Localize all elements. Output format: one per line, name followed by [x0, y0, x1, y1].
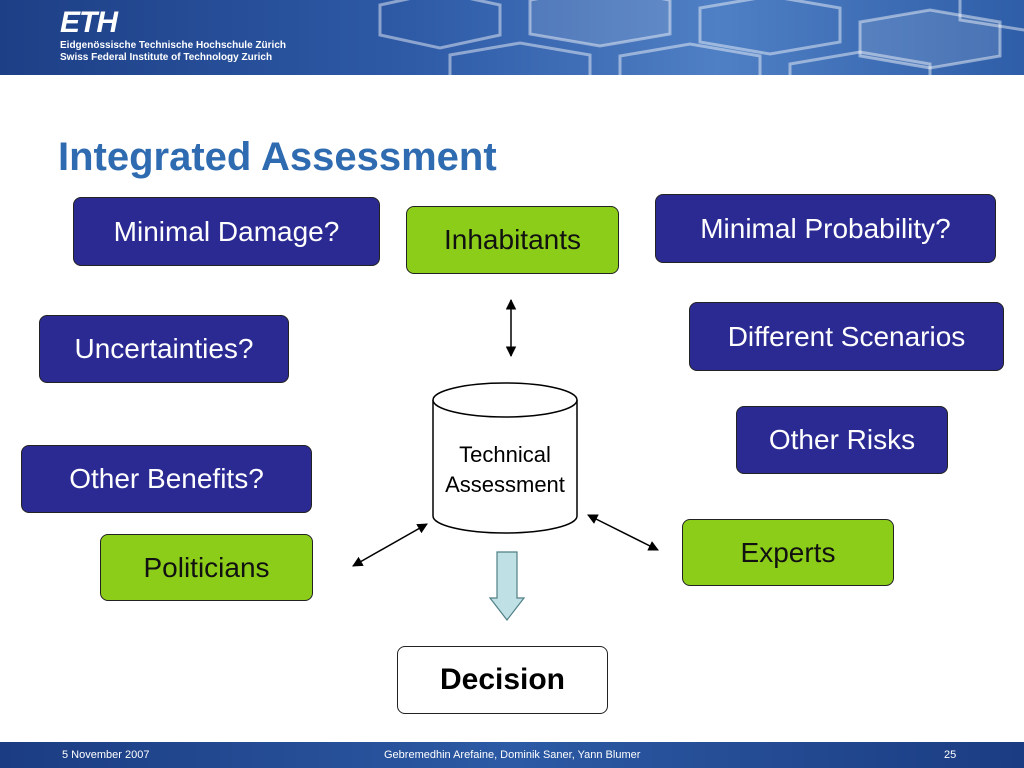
other-risks-box: Other Risks	[736, 406, 948, 474]
politicians-box: Politicians	[100, 534, 313, 601]
footer-bar: 5 November 2007 Gebremedhin Arefaine, Do…	[0, 742, 1024, 768]
technical-assessment-line2: Assessment	[445, 472, 565, 497]
footer-authors: Gebremedhin Arefaine, Dominik Saner, Yan…	[384, 749, 641, 761]
eth-logo: ETH	[60, 6, 118, 39]
technical-assessment-label: Technical Assessment	[432, 440, 578, 500]
experts-box: Experts	[682, 519, 894, 586]
arrow-politicians-assessment	[352, 523, 428, 567]
other-benefits-box: Other Benefits?	[21, 445, 312, 513]
institution-name-english: Swiss Federal Institute of Technology Zu…	[60, 52, 273, 63]
footer-date: 5 November 2007	[62, 749, 150, 761]
decision-box: Decision	[397, 646, 608, 714]
hexagon-pattern	[378, 0, 1024, 75]
inhabitants-box: Inhabitants	[406, 206, 619, 274]
arrow-experts-assessment	[587, 514, 659, 551]
slide-title: Integrated Assessment	[58, 135, 497, 179]
down-arrow-to-decision	[488, 551, 526, 621]
institution-name-german: Eidgenössische Technische Hochschule Zür…	[60, 40, 286, 51]
header-banner: ETH Eidgenössische Technische Hochschule…	[0, 0, 1024, 75]
technical-assessment-line1: Technical	[459, 442, 551, 467]
minimal-damage-box: Minimal Damage?	[73, 197, 380, 266]
minimal-probability-box: Minimal Probability?	[655, 194, 996, 263]
uncertainties-box: Uncertainties?	[39, 315, 289, 383]
different-scenarios-box: Different Scenarios	[689, 302, 1004, 371]
page-number: 25	[944, 749, 957, 761]
